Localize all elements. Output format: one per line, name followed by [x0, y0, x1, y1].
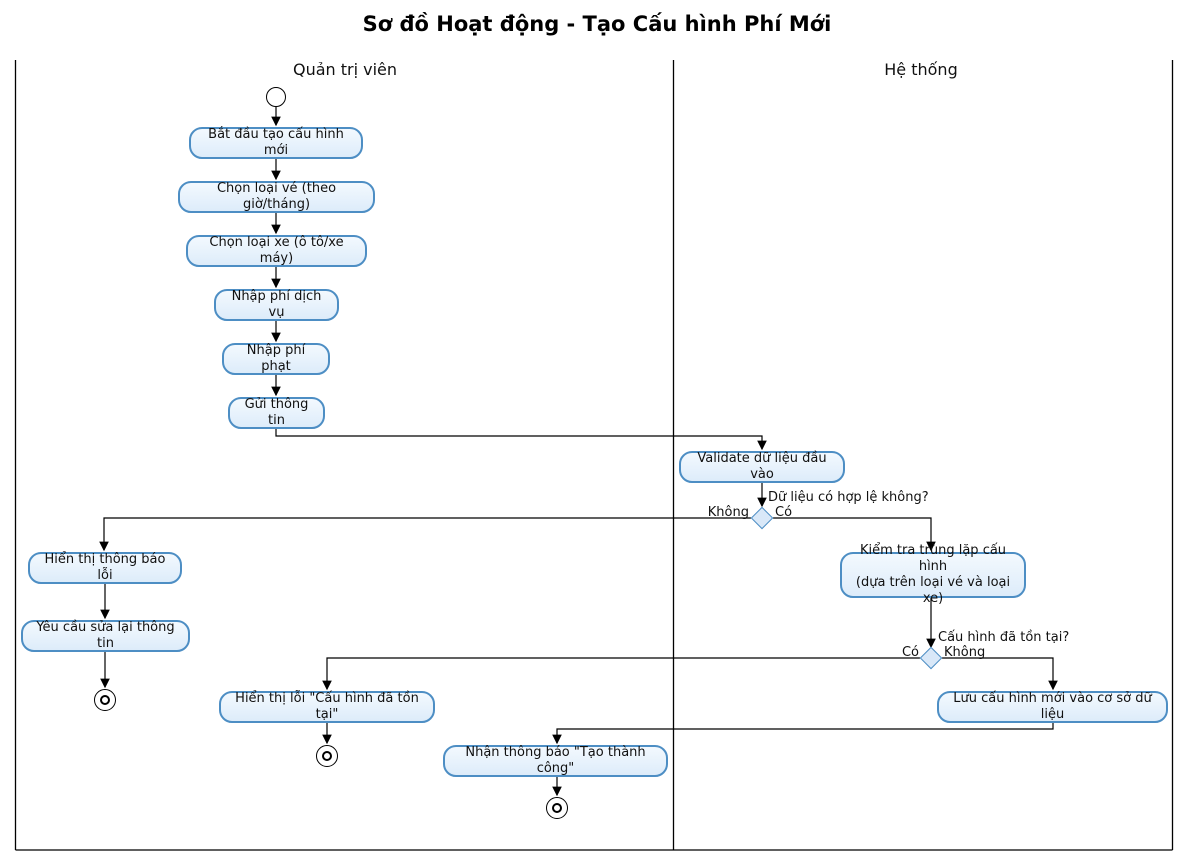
activity-show-error: Hiển thị thông báo lỗi — [28, 552, 182, 584]
final-node-exists-inner — [322, 751, 332, 761]
start-node — [266, 87, 286, 107]
activity-receive-success: Nhận thông báo "Tạo thành công" — [443, 745, 668, 777]
activity-validate-input: Validate dữ liệu đầu vào — [679, 451, 845, 483]
final-node-success — [546, 797, 568, 819]
decision-valid-question: Dữ liệu có hợp lệ không? — [768, 490, 929, 505]
decision-valid-diamond — [750, 506, 774, 530]
activity-check-duplicate: Kiểm tra trùng lặp cấu hình (dựa trên lo… — [840, 543, 1026, 606]
activity-save-config: Lưu cấu hình mới vào cơ sở dữ liệu — [937, 691, 1168, 723]
activity-enter-service-fee: Nhập phí dịch vụ — [214, 289, 339, 321]
final-node-success-inner — [552, 803, 562, 813]
swimlane-frame — [14, 60, 1174, 851]
final-node-error-inner — [100, 695, 110, 705]
lane-label-admin: Quản trị viên — [292, 60, 398, 79]
decision-exists-yes-label: Có — [901, 645, 919, 660]
decision-exists-question: Cấu hình đã tồn tại? — [938, 630, 1070, 645]
activity-choose-vehicle: Chọn loại xe (ô tô/xe máy) — [186, 235, 367, 267]
decision-exists-diamond — [919, 646, 943, 670]
final-node-exists — [316, 745, 338, 767]
activity-show-exists-error: Hiển thị lỗi "Cấu hình đã tồn tại" — [219, 691, 435, 723]
activity-start-create: Bắt đầu tạo cấu hình mới — [189, 127, 363, 159]
diagram-title: Sơ đồ Hoạt động - Tạo Cấu hình Phí Mới — [362, 12, 832, 36]
activity-enter-penalty-fee: Nhập phí phạt — [222, 343, 330, 375]
final-node-error — [94, 689, 116, 711]
activity-choose-ticket: Chọn loại vé (theo giờ/tháng) — [178, 181, 375, 213]
decision-exists-no-label: Không — [944, 645, 986, 660]
activity-request-fix: Yêu cầu sửa lại thông tin — [21, 620, 190, 652]
activity-submit-info: Gửi thông tin — [228, 397, 325, 429]
decision-valid-yes-label: Có — [775, 505, 793, 520]
lane-label-system: Hệ thống — [884, 60, 958, 79]
decision-valid-no-label: Không — [707, 505, 749, 520]
